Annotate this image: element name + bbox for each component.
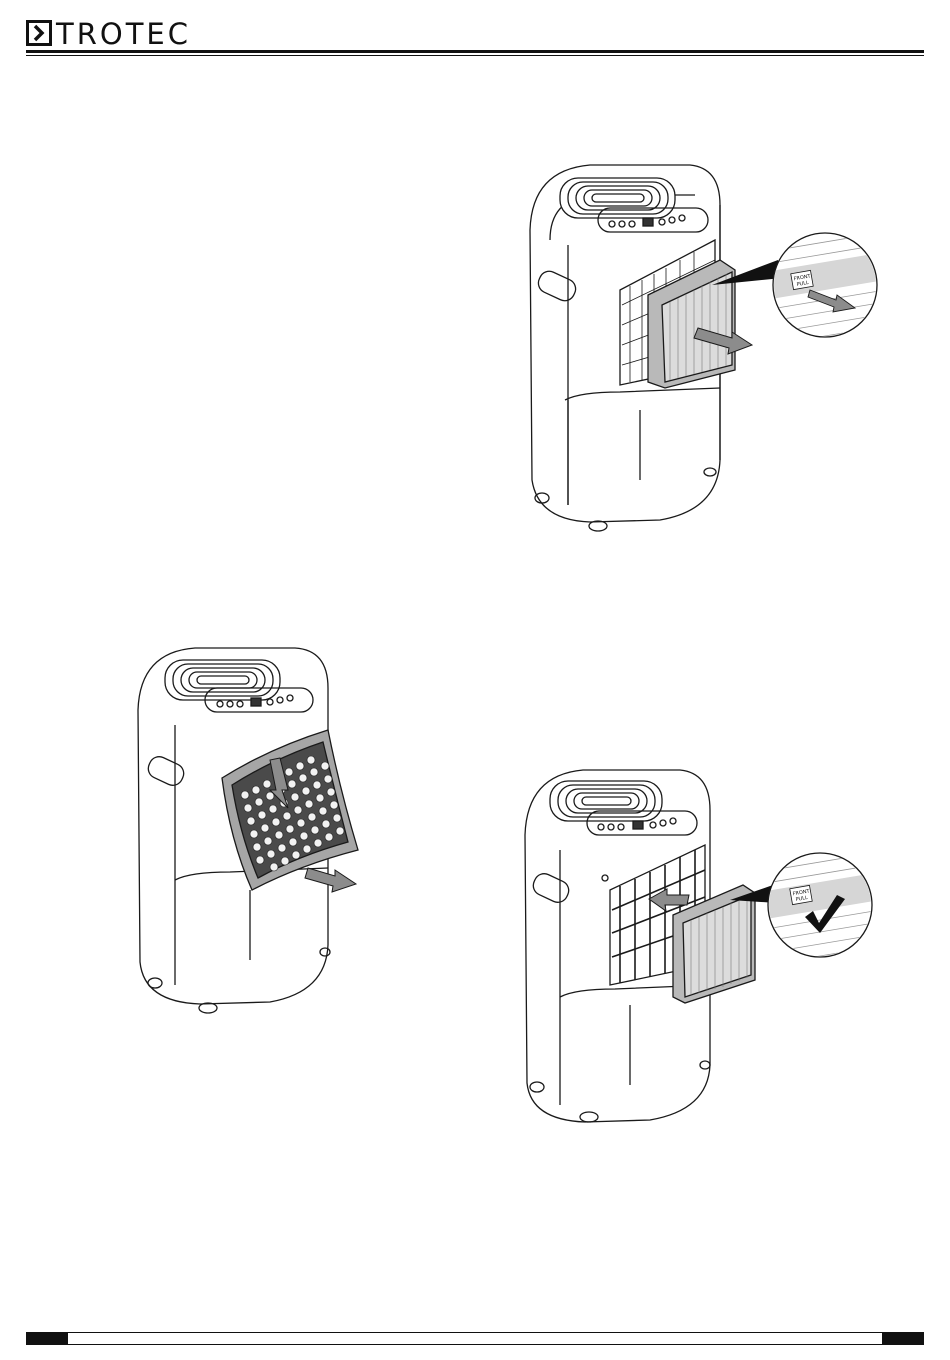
chevron-right-icon <box>26 20 52 46</box>
brand-logo: TROTEC <box>26 20 236 52</box>
footer-rule-bottom <box>26 1344 924 1345</box>
illustration-remove-grille <box>130 640 370 1020</box>
zoom-callout-check: FRONT PULL <box>760 840 880 966</box>
footer-rule <box>26 1332 924 1333</box>
zoom-callout: FRONT PULL <box>765 220 885 358</box>
footer-left-block <box>26 1332 68 1345</box>
illustration-insert-filter: FRONT PULL <box>515 765 895 1130</box>
page-footer <box>26 1330 924 1348</box>
brand-name: TROTEC <box>56 17 191 51</box>
header-rule-thin <box>26 55 924 56</box>
figure-remove-grille <box>130 640 370 1020</box>
footer-right-block <box>882 1332 924 1345</box>
illustration-remove-filter: FRONT PULL <box>520 160 890 540</box>
page-header: TROTEC <box>0 0 950 60</box>
header-rule <box>26 50 924 53</box>
figure-remove-filter: FRONT PULL <box>520 160 890 540</box>
figure-insert-filter: FRONT PULL <box>515 765 895 1130</box>
